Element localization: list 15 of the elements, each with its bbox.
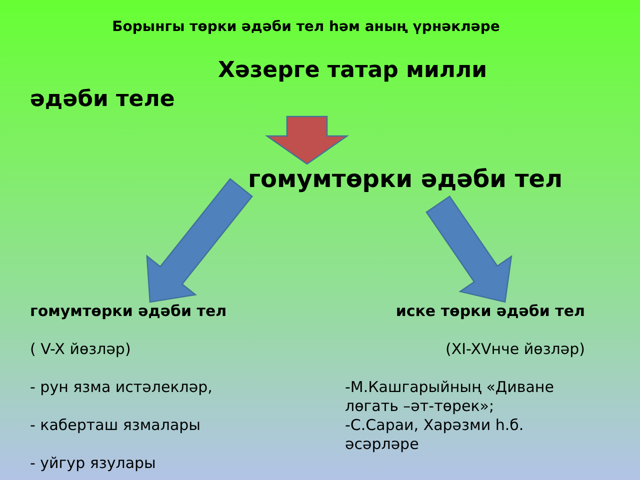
block-arrow <box>146 178 253 303</box>
period-text: (XI-XVнче йөзләр) <box>445 340 585 359</box>
column-heading: иске төрки әдәби тел <box>396 302 585 321</box>
subheading-text: гомумтөрки әдәби тел <box>248 164 563 194</box>
slide-title: Борынгы төрки әдәби тел һәм аның үрнәкләре <box>112 18 500 36</box>
block-arrow <box>264 116 350 165</box>
list-item-text: - рун язма истәлекләр, <box>30 378 212 397</box>
list-item-text: - уйгур язулары <box>30 454 156 473</box>
list-item-text: -М.Кашгарыйның «Диване лөгать –әт-төрек»; <box>345 378 555 416</box>
list-item-text: - каберташ язмалары <box>30 416 201 435</box>
period-text: ( V-X йөзләр) <box>30 340 131 359</box>
block-arrow <box>426 196 512 303</box>
column-heading: гомумтөрки әдәби тел <box>30 302 227 321</box>
heading-text: Хәзерге татар милли әдәби теле <box>30 56 540 114</box>
list-item-text: -С.Сараи, Харәзми һ.б. әсәрләре <box>345 416 525 454</box>
